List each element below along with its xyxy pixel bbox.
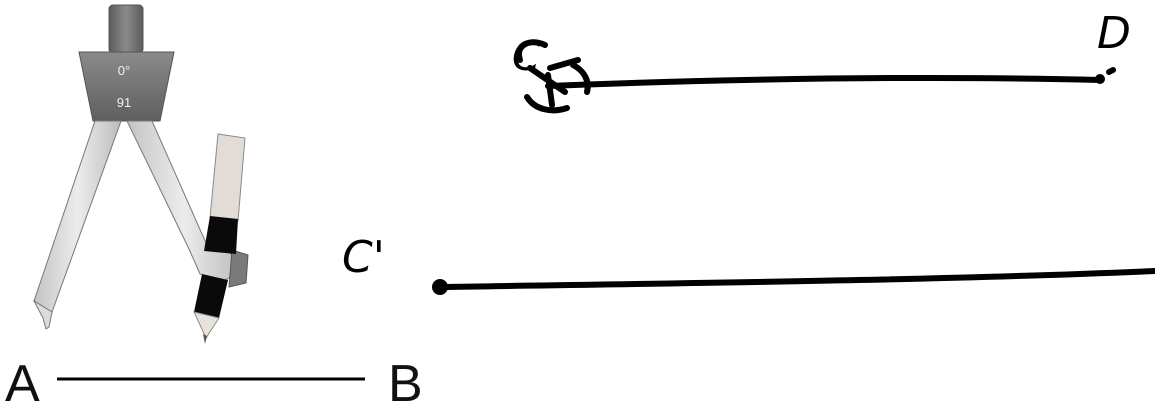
compass-needle-tip xyxy=(32,299,53,330)
handwritten-ray-c-prime: C' xyxy=(342,232,1155,295)
arc-mark-c xyxy=(516,39,591,114)
compass-pencil-clamp[interactable] xyxy=(228,249,249,288)
compass-handle[interactable] xyxy=(108,4,144,54)
pencil-grip-upper xyxy=(204,216,238,254)
compass-needle-leg[interactable] xyxy=(33,120,122,313)
compass-tool[interactable]: 0° 91 xyxy=(32,4,249,344)
handwritten-label-c: C xyxy=(512,34,540,80)
point-label-a: A xyxy=(5,355,40,408)
compass-angle-readout: 0° xyxy=(118,63,130,78)
handwritten-label-c-prime: C' xyxy=(342,232,385,283)
compass-head[interactable] xyxy=(78,51,175,122)
pencil-body xyxy=(209,133,246,222)
pencil-lead xyxy=(203,334,207,344)
segment-ab: A B xyxy=(5,355,423,408)
endpoint-d xyxy=(1095,74,1105,84)
pencil-tip xyxy=(193,311,220,340)
endpoint-c-prime xyxy=(432,279,448,295)
dot-marks-d xyxy=(1106,67,1116,75)
cross-mark-c xyxy=(527,57,581,108)
line-cd[interactable] xyxy=(545,74,1103,89)
point-label-b: B xyxy=(388,355,423,408)
compass-radius-readout: 91 xyxy=(117,95,131,110)
ray-c-prime[interactable] xyxy=(437,268,1155,290)
pencil-grip-lower xyxy=(194,274,228,318)
handwritten-label-d: D xyxy=(1097,8,1131,59)
handwritten-segment-cd: C D xyxy=(512,8,1131,114)
